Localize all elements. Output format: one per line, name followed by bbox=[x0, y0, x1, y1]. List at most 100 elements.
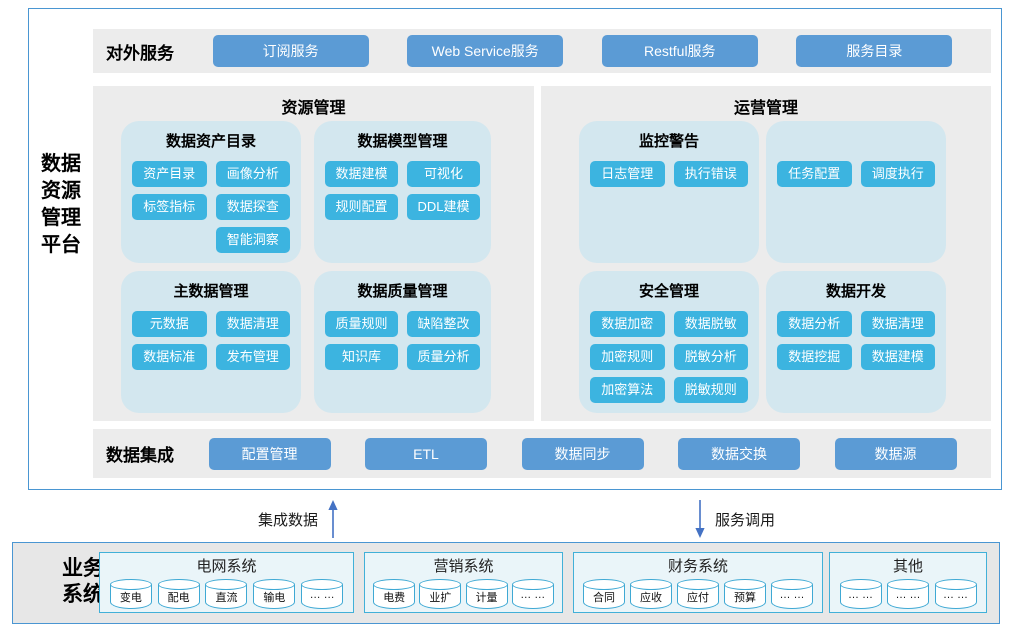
database-label: 输电 bbox=[263, 592, 286, 604]
resource-management-panel: 资源管理 数据资产目录 资产目录 画像分析 标签指标 数据探查 智能洞察 数据模… bbox=[93, 86, 534, 421]
tag-index-box: 标签指标 bbox=[132, 194, 207, 220]
database-cylinder-icon: 应收 bbox=[630, 579, 672, 609]
side-title-line: 平台 bbox=[41, 234, 81, 256]
database-label: 业扩 bbox=[429, 592, 452, 604]
data-asset-catalog-group: 数据资产目录 资产目录 画像分析 标签指标 数据探查 智能洞察 bbox=[121, 121, 301, 263]
integrate-data-flow: 集成数据 bbox=[258, 500, 339, 538]
data-resource-platform-box: 数据 资源 管理 平台 对外服务 订阅服务 Web Service服务 Rest… bbox=[28, 8, 1002, 490]
database-cylinder-icon: 变电 bbox=[109, 579, 152, 609]
database-label: 变电 bbox=[119, 592, 142, 604]
data-mining-box: 数据挖掘 bbox=[777, 344, 852, 370]
data-standard-box: 数据标准 bbox=[132, 344, 207, 370]
grid-spacer bbox=[132, 227, 207, 253]
group-title: 安全管理 bbox=[638, 283, 699, 300]
group-buttons: 数据加密 数据脱敏 加密规则 脱敏分析 加密算法 脱敏规则 bbox=[579, 303, 759, 403]
system-title: 其他 bbox=[892, 558, 923, 575]
encryption-algorithm-box: 加密算法 bbox=[590, 377, 665, 403]
execution-error-box: 执行错误 bbox=[673, 161, 748, 187]
system-title: 财务系统 bbox=[667, 558, 728, 575]
webservice-box: Web Service服务 bbox=[407, 35, 564, 67]
group-title: 数据资产目录 bbox=[165, 133, 256, 150]
security-management-group: 安全管理 数据加密 数据脱敏 加密规则 脱敏分析 加密算法 脱敏规则 bbox=[579, 271, 759, 413]
smart-insight-box: 智能洞察 bbox=[215, 227, 290, 253]
masking-rule-box: 脱敏规则 bbox=[673, 377, 748, 403]
down-arrow-icon bbox=[695, 500, 705, 538]
database-label: 计量 bbox=[475, 592, 498, 604]
business-label-line: 系统 bbox=[62, 583, 104, 606]
restful-service-box: Restful服务 bbox=[601, 35, 758, 67]
system-items: 变电 配电 直流 输电 … … bbox=[100, 576, 353, 609]
data-modeling-box: 数据建模 bbox=[325, 161, 398, 187]
group-title: 主数据管理 bbox=[173, 283, 249, 300]
task-config-box: 任务配置 bbox=[777, 161, 852, 187]
database-cylinder-icon: 业扩 bbox=[419, 579, 462, 609]
integrate-data-label: 集成数据 bbox=[258, 511, 319, 529]
database-cylinder-icon: … … bbox=[771, 579, 813, 609]
group-title: 数据模型管理 bbox=[357, 133, 448, 150]
external-services-buttons: 订阅服务 Web Service服务 Restful服务 服务目录 bbox=[174, 35, 991, 67]
database-cylinder-icon: … … bbox=[301, 579, 344, 609]
database-label: 电费 bbox=[383, 592, 406, 604]
schedule-execution-box: 调度执行 bbox=[860, 161, 935, 187]
database-label: … … bbox=[309, 589, 335, 601]
data-analysis-box: 数据分析 bbox=[777, 311, 852, 337]
group-title: 监控警告 bbox=[638, 133, 699, 150]
database-cylinder-icon: 合同 bbox=[583, 579, 625, 609]
metadata-box: 元数据 bbox=[132, 311, 207, 337]
group-title: 数据开发 bbox=[825, 283, 886, 300]
etl-box: ETL bbox=[365, 437, 487, 470]
database-label: … … bbox=[847, 589, 874, 601]
data-exploration-box: 数据探查 bbox=[215, 194, 290, 220]
system-items: 合同 应收 应付 预算 … … bbox=[574, 576, 822, 609]
group-title bbox=[766, 121, 946, 153]
data-source-box: 数据源 bbox=[834, 437, 957, 470]
knowledge-base-box: 知识库 bbox=[325, 344, 398, 370]
data-encryption-box: 数据加密 bbox=[590, 311, 665, 337]
data-exchange-box: 数据交换 bbox=[678, 437, 800, 470]
database-cylinder-icon: 直流 bbox=[205, 579, 248, 609]
data-integration-label: 数据集成 bbox=[106, 446, 174, 465]
subscribe-service-box: 订阅服务 bbox=[212, 35, 369, 67]
service-call-label: 服务调用 bbox=[715, 511, 776, 529]
task-scheduling-group: 任务配置 调度执行 bbox=[766, 121, 946, 263]
master-data-management-group: 主数据管理 元数据 数据清理 数据标准 发布管理 bbox=[121, 271, 301, 413]
defect-fix-box: 缺陷整改 bbox=[407, 311, 480, 337]
data-masking-box: 数据脱敏 bbox=[673, 311, 748, 337]
external-services-label: 对外服务 bbox=[106, 43, 174, 63]
database-label: 预算 bbox=[734, 592, 756, 604]
data-cleaning-box: 数据清理 bbox=[215, 311, 290, 337]
data-model-management-group: 数据模型管理 数据建模 可视化 规则配置 DDL建模 bbox=[314, 121, 491, 263]
data-integration-strip: 数据集成 配置管理 ETL 数据同步 数据交换 数据源 bbox=[93, 429, 991, 478]
database-label: … … bbox=[942, 589, 969, 601]
marketing-system-box: 营销系统 电费 业扩 计量 … … bbox=[364, 552, 563, 613]
data-sync-box: 数据同步 bbox=[521, 437, 644, 470]
group-buttons: 任务配置 调度执行 bbox=[766, 153, 946, 187]
database-cylinder-icon: 配电 bbox=[157, 579, 200, 609]
data-quality-management-group: 数据质量管理 质量规则 缺陷整改 知识库 质量分析 bbox=[314, 271, 491, 413]
database-label: 直流 bbox=[215, 592, 238, 604]
publish-management-box: 发布管理 bbox=[215, 344, 290, 370]
data-cleaning-box: 数据清理 bbox=[860, 311, 935, 337]
database-cylinder-icon: 输电 bbox=[253, 579, 296, 609]
database-label: 配电 bbox=[167, 592, 190, 604]
visualization-box: 可视化 bbox=[407, 161, 480, 187]
rule-config-box: 规则配置 bbox=[325, 194, 398, 220]
asset-catalog-box: 资产目录 bbox=[132, 161, 207, 187]
database-cylinder-icon: … … bbox=[887, 579, 929, 609]
group-title: 数据质量管理 bbox=[357, 283, 448, 300]
database-cylinder-icon: … … bbox=[934, 579, 977, 609]
system-title: 电网系统 bbox=[196, 558, 257, 575]
database-label: … … bbox=[520, 589, 546, 601]
data-development-group: 数据开发 数据分析 数据清理 数据挖掘 数据建模 bbox=[766, 271, 946, 413]
database-cylinder-icon: … … bbox=[511, 579, 554, 609]
system-title: 营销系统 bbox=[433, 558, 494, 575]
operation-panel-title: 运营管理 bbox=[733, 100, 798, 117]
business-label-line: 业务 bbox=[62, 557, 104, 580]
database-label: … … bbox=[779, 589, 805, 601]
database-cylinder-icon: 电费 bbox=[373, 579, 416, 609]
data-modeling-box: 数据建模 bbox=[860, 344, 935, 370]
database-cylinder-icon: … … bbox=[839, 579, 882, 609]
finance-system-box: 财务系统 合同 应收 应付 预算 … … bbox=[573, 552, 823, 613]
group-buttons: 元数据 数据清理 数据标准 发布管理 bbox=[121, 303, 301, 370]
external-services-strip: 对外服务 订阅服务 Web Service服务 Restful服务 服务目录 bbox=[93, 29, 991, 73]
